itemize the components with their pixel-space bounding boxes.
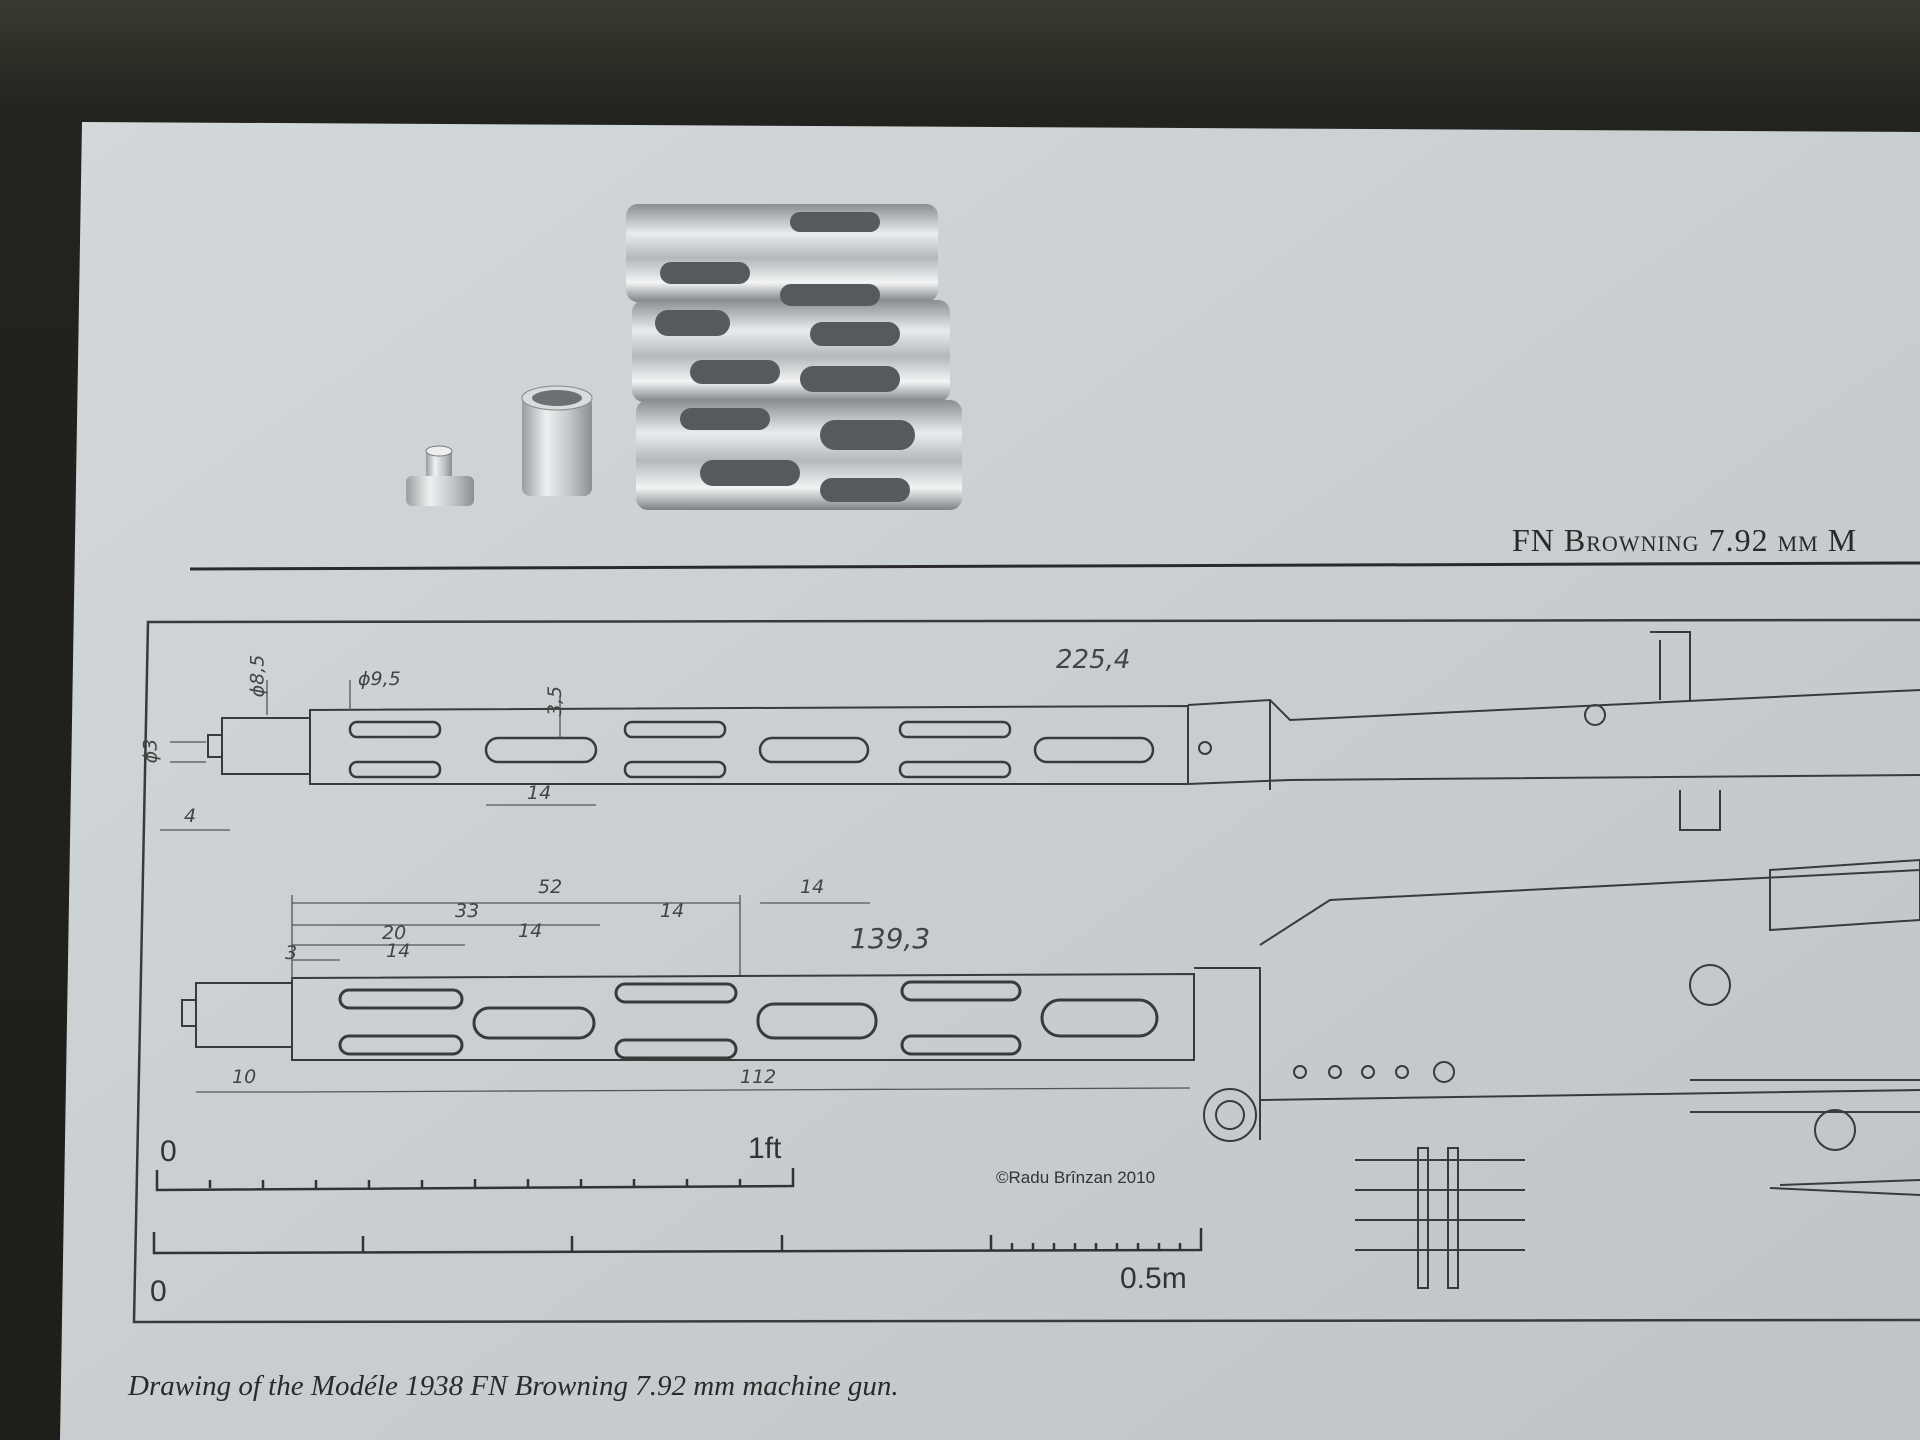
dim-33: 33 <box>455 900 480 922</box>
scale-feet-start: 0 <box>160 1135 177 1168</box>
cartridge-clip-drawing <box>1355 1147 1920 1289</box>
upper-barrel-drawing <box>207 631 1920 831</box>
dim-20: 20 <box>382 922 407 944</box>
dim-tip-length: 4 <box>184 805 197 827</box>
dim-3: 3 <box>285 942 298 964</box>
drawing-caption: Drawing of the Modéle 1938 FN Browning 7… <box>128 1370 899 1402</box>
copyright-text: ©Radu Brînzan 2010 <box>996 1168 1156 1187</box>
dim-slot-width: 3,5 <box>544 685 567 717</box>
scale-bar-metric <box>152 1228 1203 1255</box>
scale-metric-start: 0 <box>150 1275 167 1308</box>
perforated-barrel-jackets <box>626 204 962 510</box>
dim-14-c: 14 <box>518 920 543 942</box>
drawing-header-title: FN Browning 7.92 mm M <box>1512 522 1858 558</box>
dim-dia-3: ϕ3 <box>139 738 162 764</box>
dim-slot-length: 14 <box>527 782 552 804</box>
scale-metric-end: 0.5m <box>1120 1262 1187 1295</box>
dim-52: 52 <box>538 876 563 898</box>
dim-dia-9-5: ϕ9,5 <box>358 668 401 690</box>
scale-feet-end: 1ft <box>748 1132 782 1165</box>
dim-14-d: 14 <box>386 940 411 962</box>
dim-10: 10 <box>232 1066 257 1088</box>
lower-barrel-drawing <box>181 858 1920 1151</box>
small-nipple-part <box>406 445 474 506</box>
scale-bar-feet <box>155 1168 795 1192</box>
lower-dimension-lines <box>196 895 1191 1093</box>
dim-lower-overall: 139,3 <box>850 922 931 955</box>
upper-dimension-lines <box>160 680 596 831</box>
dim-14-a: 14 <box>800 876 825 898</box>
dim-14-b: 14 <box>660 900 685 922</box>
dim-112: 112 <box>740 1066 777 1088</box>
dim-upper-overall: 225,4 <box>1056 645 1131 675</box>
title-rule <box>189 561 1920 571</box>
small-sleeve-part <box>521 385 593 496</box>
drawing-frame <box>132 618 1920 1324</box>
dim-dia-8-5: ϕ8,5 <box>246 654 269 698</box>
